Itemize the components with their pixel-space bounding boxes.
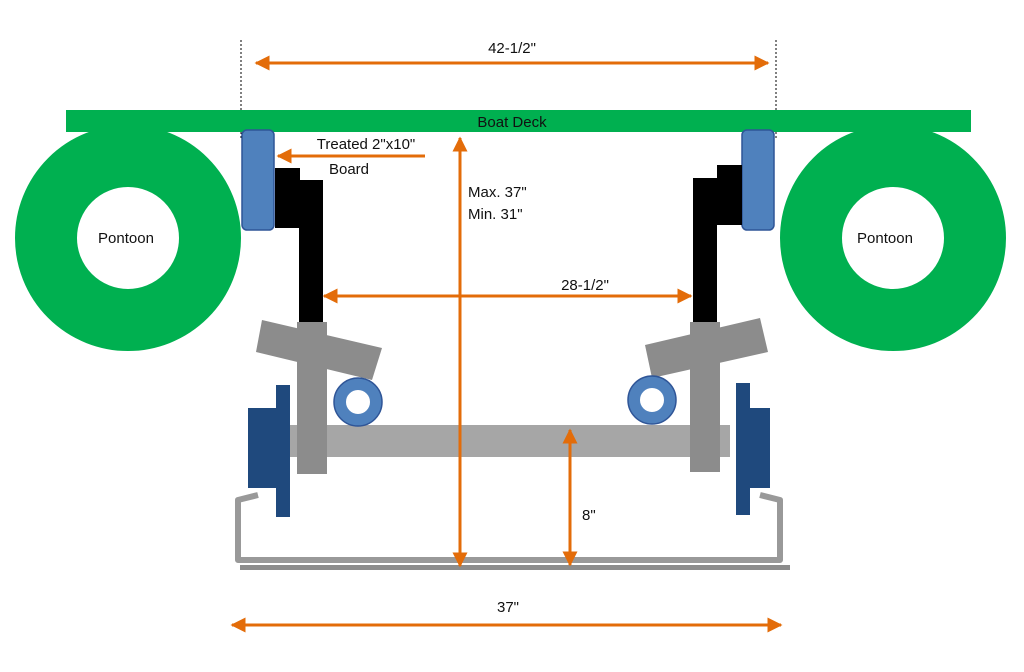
bracket-left-post [299,180,323,330]
boat-deck-label: Boat Deck [477,114,547,131]
frame-channel [235,492,783,563]
hub-left-inner [276,385,290,517]
bunk-board-left [241,129,275,231]
board-label-line1: Treated 2"x10" [317,136,415,153]
roller-left [334,378,382,426]
vertical-post-left [297,322,327,474]
board-label-line2: Board [329,161,369,178]
roller-right [628,376,676,424]
inner-width-label: 28-1/2" [561,277,609,294]
bunk-board-right [741,129,775,231]
pontoon-left-label: Pontoon [98,230,154,247]
pontoon-right [780,125,1006,351]
bracket-left-block [275,168,300,228]
roller-left-outline [333,377,383,427]
top-width-label: 42-1/2" [488,40,536,57]
axle [290,425,730,457]
hub-right-outer [748,408,770,488]
vertical-post-right [690,322,720,472]
pontoon-right-label: Pontoon [857,230,913,247]
boat-deck [66,110,971,132]
hub-left-outer [248,408,278,488]
pontoon-left [15,125,241,351]
axle-height-label: 8" [582,507,596,524]
frame-base [240,565,790,570]
roller-right-outline [627,375,677,425]
height-min-label: Min. 31" [468,206,523,223]
height-max-label: Max. 37" [468,184,527,201]
bracket-right-block [717,165,742,225]
hub-right-inner [736,383,750,515]
bracket-right-post [693,178,717,328]
bottom-width-label: 37" [497,599,519,616]
